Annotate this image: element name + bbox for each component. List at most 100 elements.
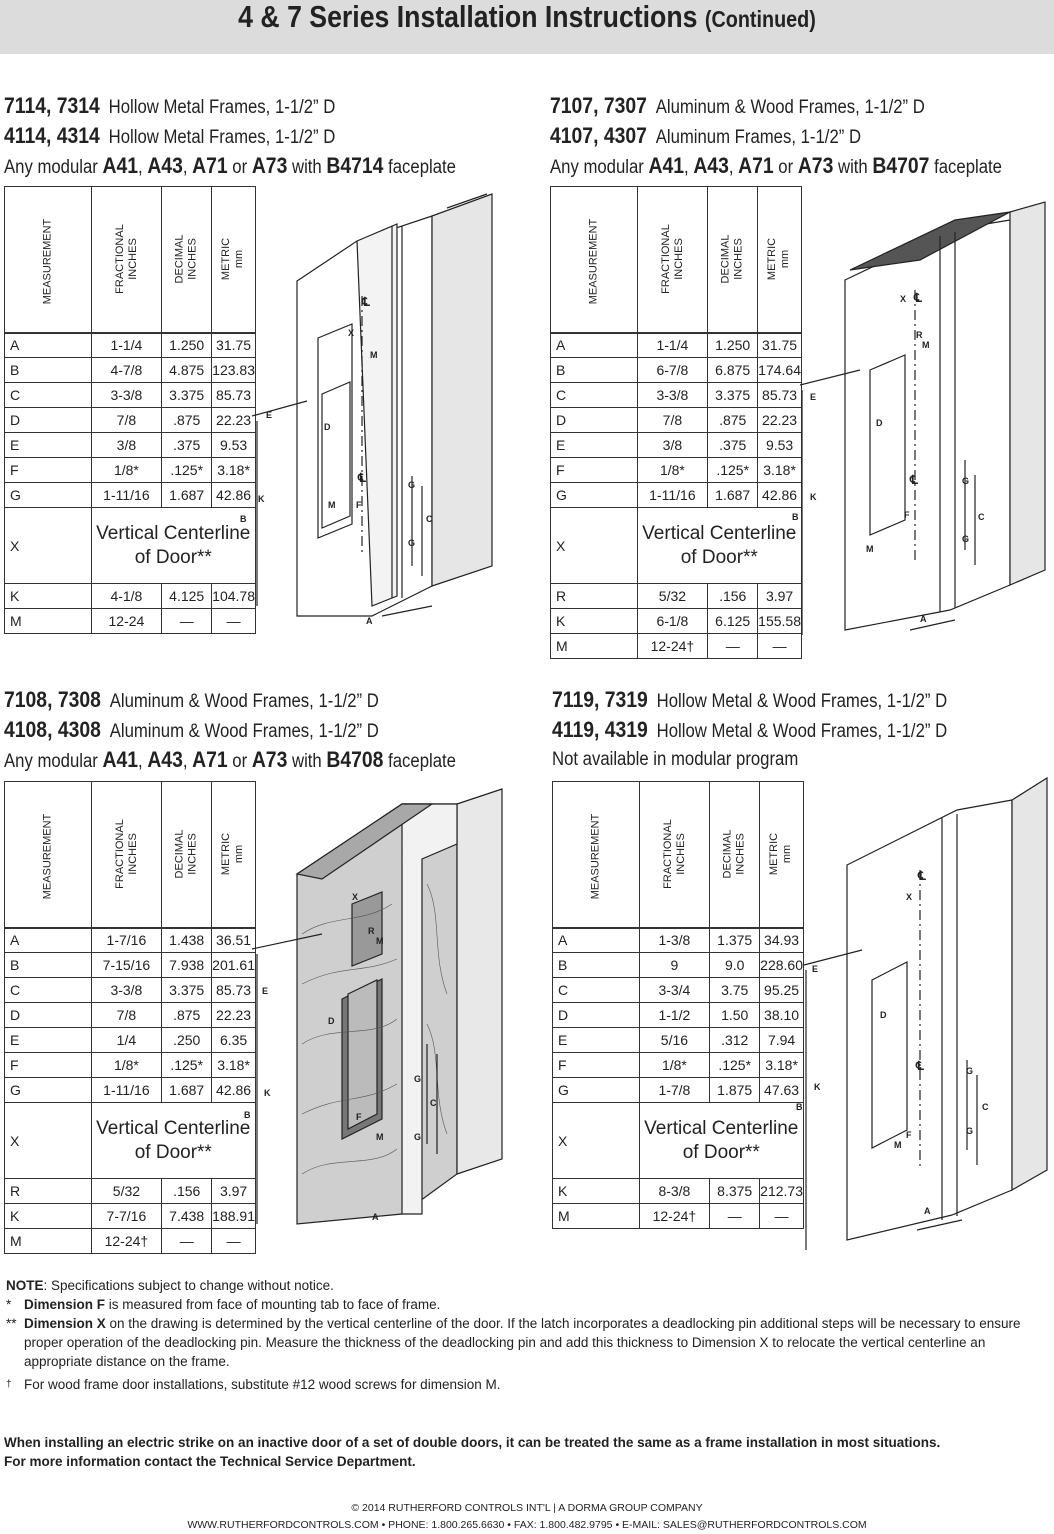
- fractional-cell: 1-7/8: [638, 1077, 711, 1103]
- decimal-cell: —: [707, 633, 759, 659]
- dim-label-a: A: [366, 616, 373, 626]
- metric-cell: 155.58: [757, 608, 802, 634]
- dim-label-b: B: [240, 514, 247, 524]
- measurement-cell: C: [552, 977, 640, 1003]
- measurement-cell: K: [550, 608, 638, 634]
- frame-drawing-7119: ℄ X E D ℄ G K B C G F M A: [796, 776, 1048, 1250]
- decimal-cell: .156: [161, 1178, 213, 1204]
- dim-label-e: E: [262, 986, 268, 996]
- decimal-cell: .125*: [709, 1052, 761, 1078]
- page-title: 4 & 7 Series Installation Instructions (…: [74, 0, 980, 36]
- decimal-cell: 1.687: [161, 482, 213, 508]
- dim-label-m: M: [376, 936, 384, 946]
- model-numbers: 4119, 4319: [552, 717, 648, 742]
- closing-note: When installing an electric strike on an…: [4, 1433, 940, 1471]
- fractional-cell: 5/16: [638, 1027, 711, 1053]
- footer-copyright: © 2014 RUTHERFORD CONTROLS INT'L | A DOR…: [351, 1502, 703, 1514]
- model-numbers: 4108, 4308: [4, 717, 101, 742]
- measurement-cell: C: [550, 382, 638, 408]
- fractional-cell: 1-7/16: [90, 927, 163, 953]
- fractional-cell: 12-24†: [636, 633, 709, 659]
- page-title-continued: (Continued): [704, 6, 816, 32]
- dim-label-r: R: [916, 330, 923, 340]
- dim-label-e: E: [266, 410, 272, 420]
- metric-cell: —: [757, 633, 802, 659]
- dim-label-e: E: [810, 392, 816, 402]
- decimal-cell: 3.75: [709, 977, 761, 1003]
- dim-label-m2: M: [376, 1132, 384, 1142]
- metric-cell: —: [759, 1203, 804, 1229]
- fractional-cell: 7-15/16: [90, 952, 163, 978]
- metric-cell: 3.18*: [211, 457, 256, 483]
- metric-cell: 47.63: [759, 1077, 804, 1103]
- measurement-cell: D: [550, 407, 638, 433]
- fractional-cell: 7/8: [90, 407, 163, 433]
- fractional-cell: 1/8*: [638, 1052, 711, 1078]
- decimal-cell: 8.375: [709, 1178, 761, 1204]
- measurement-cell: R: [550, 583, 638, 609]
- fractional-cell: 4-1/8: [90, 583, 163, 609]
- metric-cell: 104.78: [211, 583, 256, 609]
- measurement-cell: C: [4, 382, 92, 408]
- decimal-cell: 3.375: [707, 382, 759, 408]
- measurement-cell: B: [4, 357, 92, 383]
- dim-label-g2: G: [408, 538, 415, 548]
- fractional-cell: 1-1/2: [638, 1002, 711, 1028]
- dim-label-c: C: [426, 514, 433, 524]
- fractional-cell: 3-3/8: [636, 382, 709, 408]
- model-numbers: 7107, 7307: [550, 93, 647, 118]
- dim-label-f: F: [356, 500, 362, 510]
- dim-label-m2: M: [328, 500, 336, 510]
- decimal-cell: —: [161, 1228, 213, 1254]
- fractional-cell: 1-11/16: [90, 482, 163, 508]
- dim-label-g2: G: [962, 534, 969, 544]
- dim-label-k: K: [814, 1082, 821, 1092]
- model-description: Aluminum Frames, 1-1/2” D: [655, 127, 862, 148]
- modular-line: Any modular A41, A43, A71 or A73 with B4…: [550, 153, 1002, 178]
- metric-cell: 22.23: [211, 407, 256, 433]
- fractional-cell: 4-7/8: [90, 357, 163, 383]
- decimal-cell: 9.0: [709, 952, 761, 978]
- decimal-cell: .125*: [161, 457, 213, 483]
- model-numbers: 7114, 7314: [4, 93, 100, 118]
- column-header: MEASUREMENT: [4, 186, 92, 334]
- dim-label-k: K: [258, 494, 265, 504]
- footer: © 2014 RUTHERFORD CONTROLS INT'L | A DOR…: [0, 1500, 1054, 1534]
- note-dimension-x: **Dimension X on the drawing is determin…: [6, 1316, 1021, 1369]
- measurement-cell: E: [550, 432, 638, 458]
- measurement-cell: X: [552, 1102, 640, 1179]
- header-band: [0, 0, 1054, 54]
- dim-label-g: G: [962, 476, 969, 486]
- dim-label-e: E: [812, 964, 818, 974]
- measurement-cell: C: [4, 977, 92, 1003]
- fractional-cell: 5/32: [90, 1178, 163, 1204]
- dim-label-x: X: [352, 892, 358, 902]
